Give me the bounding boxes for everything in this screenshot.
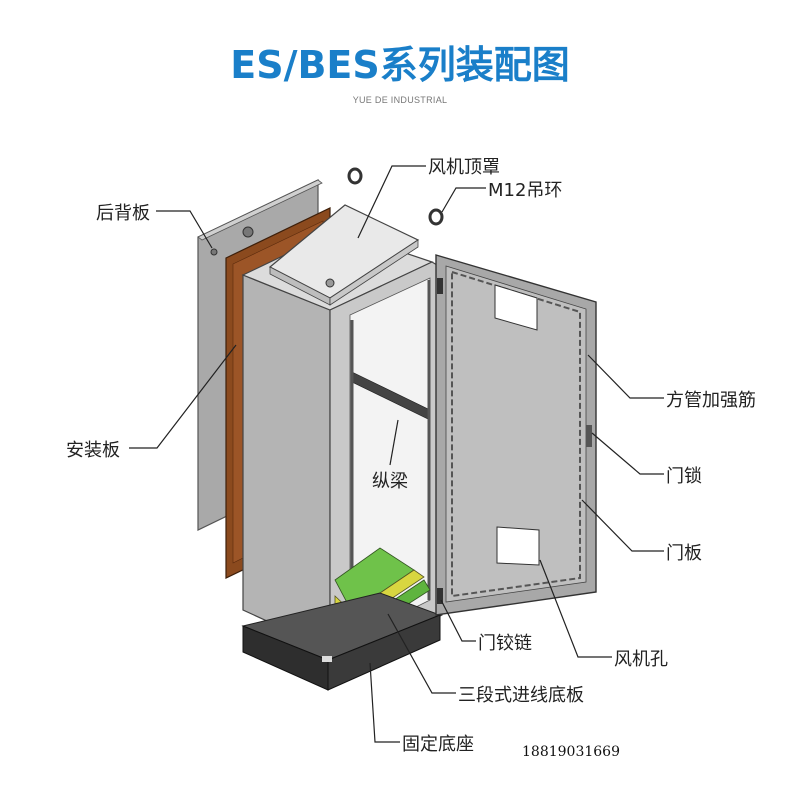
back-panel-edge xyxy=(197,179,323,241)
leader-fan-hole xyxy=(539,559,612,658)
leader-lock xyxy=(591,432,664,475)
fan-hole-top xyxy=(494,284,538,331)
label-back-panel: 后背板 xyxy=(96,203,150,224)
label-bottom-plate: 三段式进线底板 xyxy=(458,685,584,706)
label-longitudinal-beam: 纵梁 xyxy=(372,471,408,492)
door-panel-inner xyxy=(445,265,587,603)
base-slot xyxy=(322,656,332,662)
leader-base xyxy=(369,662,400,743)
fan-hole-bottom xyxy=(496,526,540,566)
label-fixed-base: 固定底座 xyxy=(402,734,474,755)
fan-top-cover-rim xyxy=(329,239,419,306)
label-tube-reinforcement: 方管加强筋 xyxy=(666,390,756,411)
label-door-panel: 门板 xyxy=(666,543,702,564)
lifting-eye-shape xyxy=(428,208,444,226)
fixed-base-right xyxy=(327,614,441,691)
cabinet-left-side xyxy=(242,274,331,651)
leader-beam xyxy=(389,419,399,466)
leader-bottom-plate xyxy=(387,613,456,694)
leader-mounting-plate xyxy=(129,344,237,449)
fan-cover-bolt xyxy=(325,278,335,288)
leader-hinge xyxy=(440,599,476,642)
back-panel-hole xyxy=(242,226,254,238)
label-lifting-eye: M12吊环 xyxy=(488,180,563,201)
leader-top-cover xyxy=(357,165,426,239)
door-reinforcement-tube xyxy=(451,271,581,598)
label-top-cover: 风机顶罩 xyxy=(428,157,500,178)
door-hinge-shape xyxy=(437,588,443,604)
door-hinge-shape xyxy=(437,278,443,294)
label-mounting-plate: 安装板 xyxy=(66,440,120,461)
phone-number: 18819031669 xyxy=(522,744,620,760)
label-door-lock: 门锁 xyxy=(666,466,702,487)
page-subtitle: YUE DE INDUSTRIAL xyxy=(352,95,448,105)
leader-tube xyxy=(587,354,664,399)
page-title: ES/BES系列装配图 xyxy=(230,43,570,87)
label-door-hinge: 门铰链 xyxy=(478,633,532,654)
leader-lifting-eye xyxy=(441,187,486,213)
door-lock-shape xyxy=(586,425,592,447)
lifting-eye-shape xyxy=(347,167,363,185)
label-fan-hole: 风机孔 xyxy=(614,649,668,670)
leader-door xyxy=(581,499,664,552)
leader-back-panel xyxy=(156,210,213,249)
back-panel-hole xyxy=(210,248,218,256)
